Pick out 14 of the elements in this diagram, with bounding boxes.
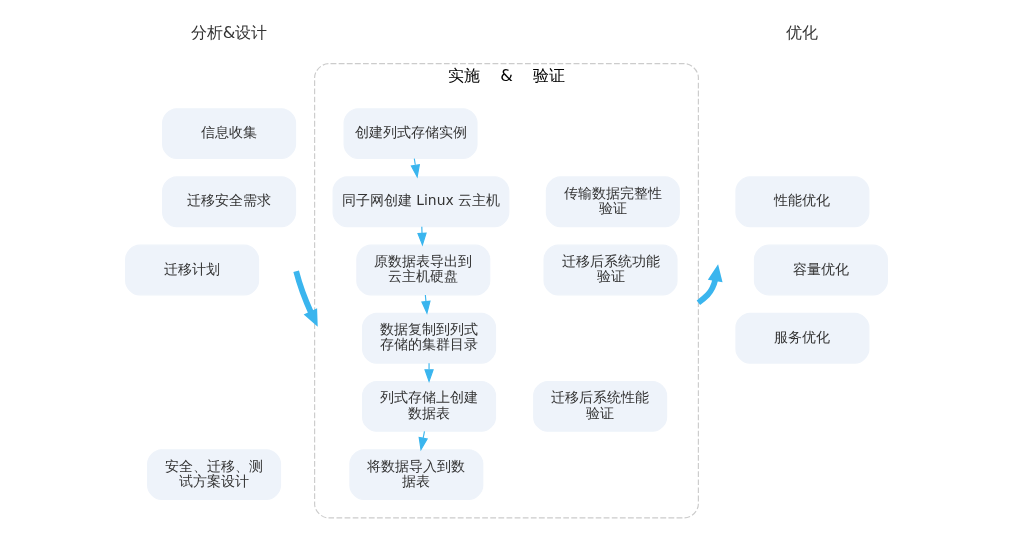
arrow: [292, 270, 318, 327]
arrow: [416, 226, 427, 247]
label: 优化: [785, 22, 818, 42]
node-box: 创建列式存储实例: [343, 108, 478, 160]
arrow: [423, 362, 434, 384]
node-box: 将数据导入到数据表: [348, 449, 483, 501]
node-box: 原数据表导出到云主机硬盘: [355, 244, 490, 296]
node-box: 列式存储上创建数据表: [361, 380, 496, 432]
node-box: 同子网创建 Linux 云主机: [332, 176, 509, 228]
arrow: [410, 157, 420, 179]
arrow: [418, 430, 428, 452]
arrow: [696, 264, 723, 305]
label: 分析&设计: [190, 22, 267, 42]
node-box: 数据复制到列式存储的集群目录: [361, 312, 496, 364]
